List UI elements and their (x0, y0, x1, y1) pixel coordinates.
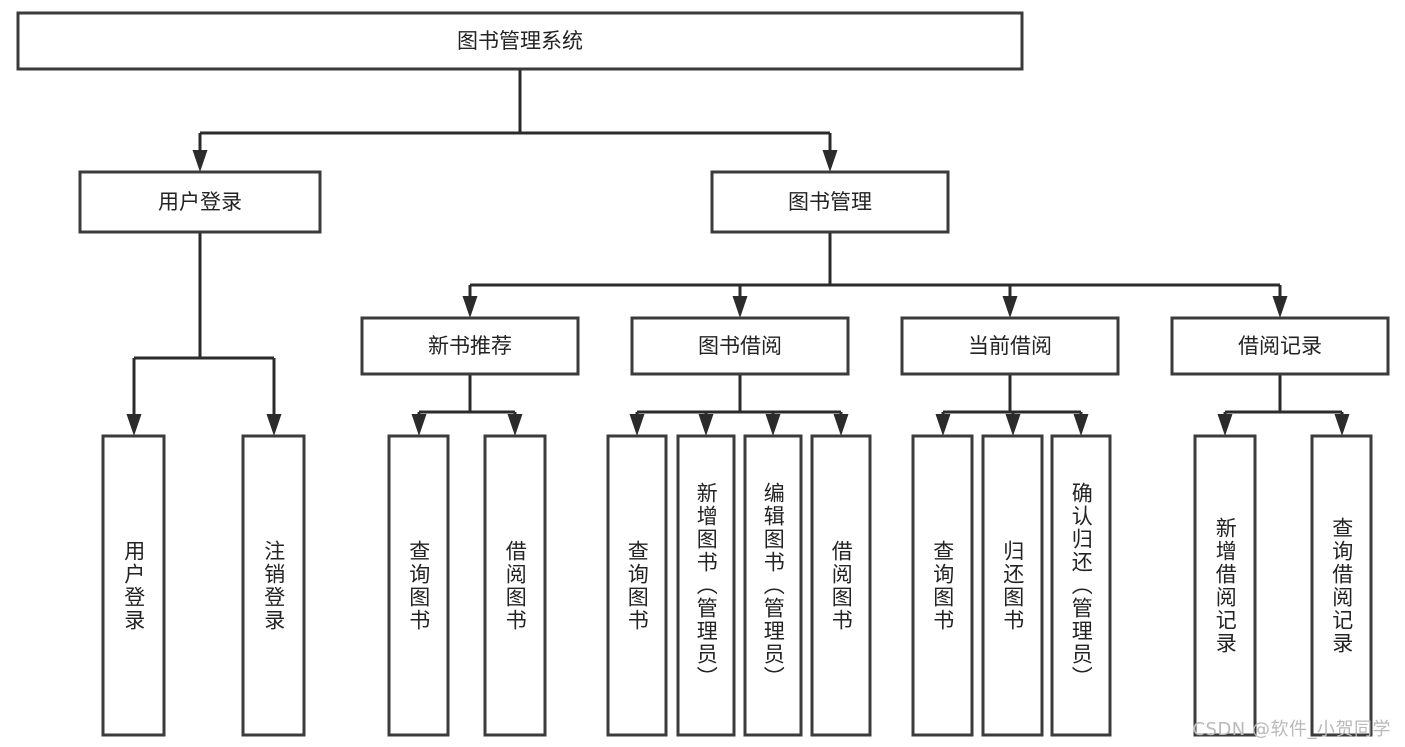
node-box-leaf-rec-query[interactable] (1310, 434, 1373, 737)
node-label-l2-book-manage: 图书管理 (788, 190, 872, 214)
node-label-l3-current: 当前借阅 (968, 334, 1052, 358)
node-box-leaf-bw-edit[interactable] (743, 434, 803, 737)
node-box-l3-new-book[interactable] (360, 316, 580, 376)
node-box-leaf-cur-confirm[interactable] (1050, 434, 1112, 737)
node-box-leaf-cur-query[interactable] (911, 434, 974, 737)
edge-arrow-icon-l3-borrow-2 (765, 414, 781, 436)
boxes-layer (16, 11, 1390, 737)
node-label-l3-new-book: 新书推荐 (428, 334, 512, 358)
node-box-l2-book-manage[interactable] (710, 170, 950, 234)
edge-arrow-icon-l3-borrow-1 (698, 414, 714, 436)
edge-arrow-icon-l2-user-login-0 (126, 414, 142, 436)
edge-arrow-icon-l2-book-manage-2 (1002, 296, 1018, 318)
node-box-l3-current[interactable] (900, 316, 1120, 376)
node-box-root[interactable] (16, 11, 1024, 71)
edge-arrow-icon-l3-record-0 (1217, 414, 1233, 436)
edge-arrow-icon-root-0 (192, 150, 208, 172)
edges-layer (126, 69, 1350, 436)
node-label-l2-user-login: 用户登录 (158, 190, 242, 214)
edge-arrow-icon-l3-borrow-3 (833, 414, 849, 436)
node-box-leaf-bw-query[interactable] (606, 434, 668, 737)
node-box-leaf-user-logout[interactable] (241, 434, 306, 737)
node-box-l2-user-login[interactable] (78, 170, 322, 234)
node-box-leaf-user-login[interactable] (101, 434, 166, 737)
watermark-text: CSDN @软件_小贺同学 (1192, 719, 1391, 740)
edge-arrow-icon-l3-new-book-0 (411, 414, 427, 436)
edge-arrow-icon-l3-record-1 (1334, 414, 1350, 436)
node-label-root: 图书管理系统 (457, 29, 583, 53)
edge-arrow-icon-l3-current-2 (1073, 414, 1089, 436)
edge-arrow-icon-l2-book-manage-1 (732, 296, 748, 318)
edge-arrow-icon-l3-new-book-1 (507, 414, 523, 436)
edge-arrow-icon-l3-current-0 (935, 414, 951, 436)
node-box-leaf-bw-add[interactable] (676, 434, 736, 737)
edge-arrow-icon-l2-book-manage-3 (1272, 296, 1288, 318)
node-box-leaf-nb-query[interactable] (387, 434, 450, 737)
node-label-l3-record: 借阅记录 (1238, 334, 1322, 358)
node-label-l3-borrow: 图书借阅 (698, 334, 782, 358)
edge-arrow-icon-root-1 (822, 150, 838, 172)
edge-arrow-icon-l3-borrow-0 (629, 414, 645, 436)
node-box-leaf-rec-add[interactable] (1193, 434, 1257, 737)
node-box-l3-record[interactable] (1170, 316, 1390, 376)
edge-arrow-icon-l3-current-1 (1005, 414, 1021, 436)
node-box-leaf-bw-borrow[interactable] (810, 434, 872, 737)
edge-arrow-icon-l2-book-manage-0 (462, 296, 478, 318)
node-box-l3-borrow[interactable] (630, 316, 850, 376)
node-box-leaf-nb-borrow[interactable] (483, 434, 547, 737)
edge-arrow-icon-l2-user-login-1 (266, 414, 282, 436)
node-box-leaf-cur-return[interactable] (981, 434, 1044, 737)
